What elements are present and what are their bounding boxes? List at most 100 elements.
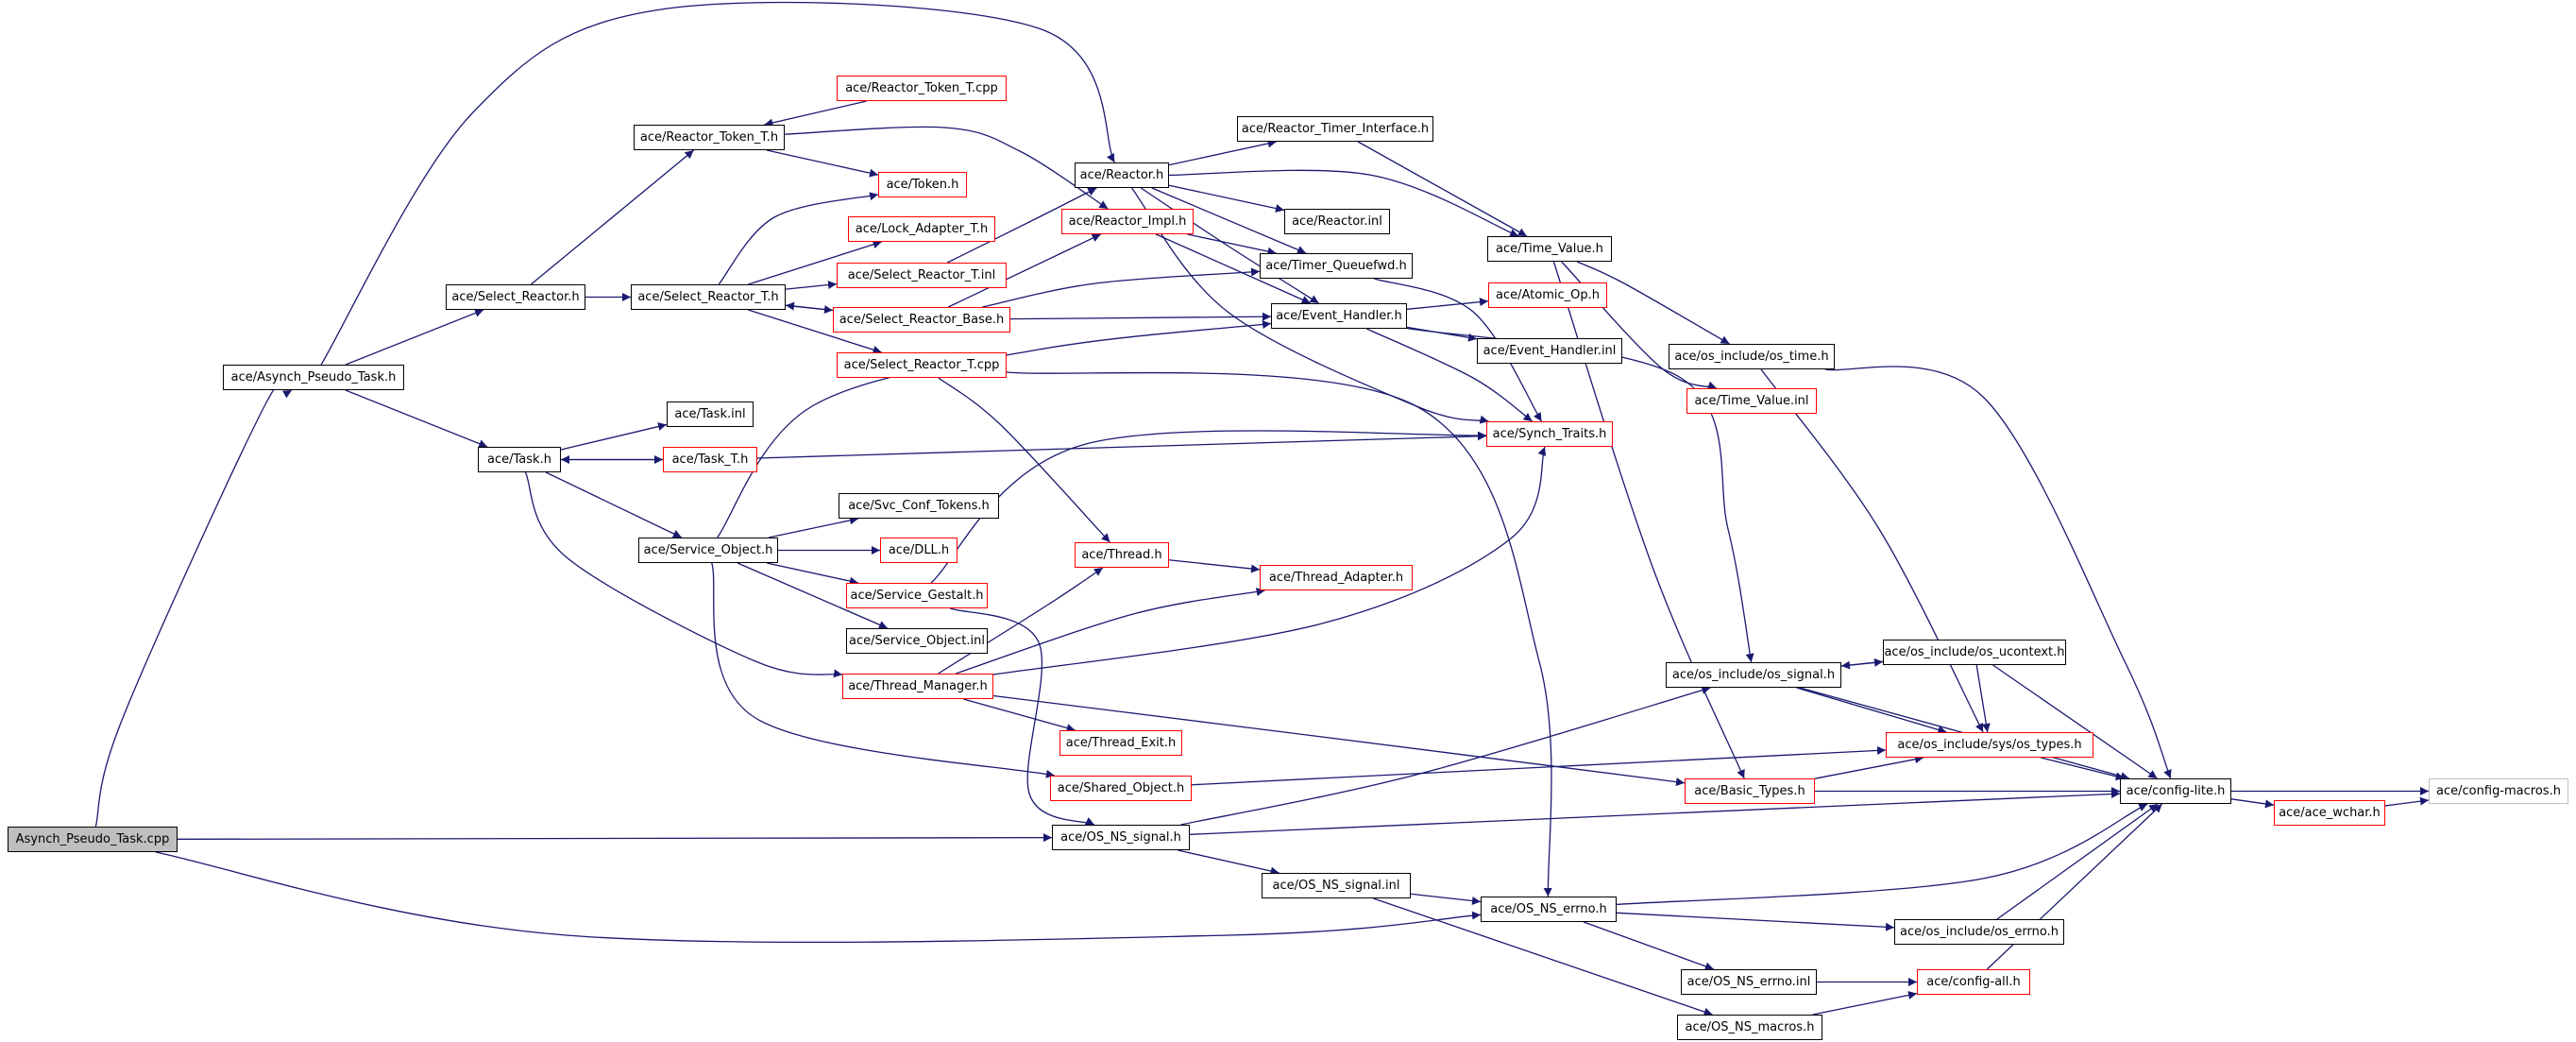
edge-time-value-h-to-os-time-h — [1576, 261, 1730, 345]
edge-service-object-h-to-service-gestalt-h — [767, 562, 858, 586]
edge-timer-queuefwd-h-to-synch-traits-h — [1374, 278, 1543, 422]
node-service-object-h[interactable]: ace/Service_Object.h — [638, 538, 778, 563]
node-os-ucontext-h[interactable]: ace/os_include/os_ucontext.h — [1883, 640, 2066, 665]
node-ace-wchar-h[interactable]: ace/ace_wchar.h — [2274, 800, 2385, 826]
edge-os-ns-errno-h-to-config-lite-h — [1616, 803, 2148, 906]
edge-os-ns-signal-h-to-os-signal-h — [1180, 686, 1711, 826]
node-os-errno-h[interactable]: ace/os_include/os_errno.h — [1894, 919, 2064, 945]
node-lock-adapter-t-h[interactable]: ace/Lock_Adapter_T.h — [848, 216, 995, 242]
node-select-reactor-t-cpp[interactable]: ace/Select_Reactor_T.cpp — [837, 352, 1007, 378]
edge-select-reactor-t-h-to-token-h — [718, 192, 879, 285]
edge-event-handler-h-to-atomic-op-h — [1406, 298, 1489, 310]
node-atomic-op-h[interactable]: ace/Atomic_Op.h — [1488, 282, 1607, 308]
node-config-macros-h[interactable]: ace/config-macros.h — [2429, 778, 2568, 804]
node-reactor-inl[interactable]: ace/Reactor.inl — [1284, 209, 1390, 234]
node-shared-object-h[interactable]: ace/Shared_Object.h — [1050, 776, 1192, 801]
edge-thread-manager-h-to-synch-traits-h — [992, 446, 1547, 675]
edge-service-object-h-to-svc-conf-tokens-h — [768, 516, 859, 538]
node-select-reactor-base-h[interactable]: ace/Select_Reactor_Base.h — [833, 307, 1010, 333]
edge-os-errno-h-to-config-lite-h — [1996, 803, 2159, 920]
edge-os-time-h-to-config-lite-h — [1824, 366, 2172, 779]
node-time-value-inl[interactable]: ace/Time_Value.inl — [1686, 388, 1817, 414]
edge-select-reactor-t-h-to-lock-adapter-t-h — [748, 240, 882, 285]
edge-reactor-impl-h-to-timer-queuefwd-h — [1187, 233, 1277, 256]
edge-time-value-h-to-basic-types-h — [1552, 261, 1745, 779]
edge-root-to-os-ns-signal-h — [177, 833, 1053, 843]
node-select-reactor-t-h[interactable]: ace/Select_Reactor_T.h — [631, 284, 786, 310]
node-select-reactor-h[interactable]: ace/Select_Reactor.h — [446, 284, 585, 310]
node-os-ns-errno-inl[interactable]: ace/OS_NS_errno.inl — [1681, 969, 1817, 995]
node-reactor-token-t-h[interactable]: ace/Reactor_Token_T.h — [634, 125, 785, 150]
node-time-value-h[interactable]: ace/Time_Value.h — [1487, 236, 1612, 262]
edge-os-ns-errno-h-to-os-ns-errno-inl — [1583, 921, 1715, 971]
edge-select-reactor-base-h-to-reactor-impl-h — [948, 233, 1101, 308]
node-task-h[interactable]: ace/Task.h — [478, 447, 561, 472]
node-event-handler-h[interactable]: ace/Event_Handler.h — [1271, 303, 1407, 329]
edge-select-reactor-t-h-to-select-reactor-t-inl — [785, 281, 838, 290]
node-task-t-h[interactable]: ace/Task_T.h — [663, 447, 757, 472]
node-os-ns-signal-inl[interactable]: ace/OS_NS_signal.inl — [1262, 873, 1411, 898]
node-event-handler-inl[interactable]: ace/Event_Handler.inl — [1477, 338, 1622, 364]
edge-os-ns-macros-h-to-config-all-h — [1812, 991, 1918, 1016]
edge-event-handler-h-to-os-signal-h — [1406, 327, 1754, 663]
node-dll-h[interactable]: ace/DLL.h — [880, 538, 958, 563]
edge-select-reactor-t-inl-to-reactor-h — [946, 187, 1097, 264]
node-os-time-h[interactable]: ace/os_include/os_time.h — [1669, 344, 1835, 369]
node-asynch-h[interactable]: ace/Asynch_Pseudo_Task.h — [223, 365, 404, 390]
edge-select-reactor-h-to-reactor-token-t-h — [530, 149, 695, 285]
edge-root-to-asynch-h — [94, 377, 293, 828]
edge-service-object-h-to-service-object-inl — [737, 562, 889, 629]
edge-service-gestalt-h-to-os-ns-signal-h — [949, 607, 1095, 826]
edge-thread-manager-h-to-thread-adapter-h — [956, 588, 1265, 675]
edge-os-ns-signal-h-to-config-lite-h — [1189, 789, 2121, 835]
node-svc-conf-tokens-h[interactable]: ace/Svc_Conf_Tokens.h — [839, 493, 999, 519]
edge-task-h-to-service-object-h — [545, 471, 683, 538]
edge-reactor-timer-interface-h-to-time-value-h — [1357, 141, 1528, 237]
edge-root-to-os-ns-errno-h — [155, 851, 1482, 944]
edge-reactor-token-t-cpp-to-reactor-token-t-h — [764, 100, 867, 128]
node-os-types-h[interactable]: ace/os_include/sys/os_types.h — [1886, 732, 2093, 758]
edge-reactor-h-to-event-handler-h — [1140, 187, 1319, 304]
edge-basic-types-h-to-os-types-h — [1814, 755, 1924, 779]
edge-select-reactor-t-cpp-to-os-ns-errno-h — [1006, 371, 1552, 897]
edge-thread-manager-h-to-thread-exit-h — [963, 698, 1076, 732]
edge-os-types-h-to-config-lite-h — [2041, 757, 2125, 781]
edge-select-reactor-t-h-to-select-reactor-t-cpp — [748, 309, 882, 354]
node-task-inl[interactable]: ace/Task.inl — [667, 401, 754, 427]
node-basic-types-h[interactable]: ace/Basic_Types.h — [1685, 778, 1815, 804]
edge-thread-manager-h-to-basic-types-h — [992, 694, 1686, 787]
node-reactor-impl-h[interactable]: ace/Reactor_Impl.h — [1061, 209, 1194, 234]
node-thread-manager-h[interactable]: ace/Thread_Manager.h — [842, 674, 993, 699]
node-service-gestalt-h[interactable]: ace/Service_Gestalt.h — [846, 583, 988, 608]
edge-select-reactor-base-h-to-event-handler-h — [1009, 312, 1272, 321]
edge-asynch-h-to-reactor-h — [320, 1, 1115, 366]
node-os-ns-errno-h[interactable]: ace/OS_NS_errno.h — [1481, 897, 1617, 922]
edge-reactor-h-to-reactor-timer-interface-h — [1168, 139, 1277, 166]
edge-select-reactor-base-h-to-timer-queuefwd-h — [982, 267, 1261, 308]
node-os-signal-h[interactable]: ace/os_include/os_signal.h — [1666, 662, 1841, 688]
node-thread-exit-h[interactable]: ace/Thread_Exit.h — [1059, 730, 1182, 756]
node-service-object-inl[interactable]: ace/Service_Object.inl — [846, 628, 988, 654]
node-token-h[interactable]: ace/Token.h — [878, 172, 967, 197]
node-os-ns-macros-h[interactable]: ace/OS_NS_macros.h — [1677, 1015, 1822, 1040]
node-thread-h[interactable]: ace/Thread.h — [1075, 542, 1169, 568]
node-thread-adapter-h[interactable]: ace/Thread_Adapter.h — [1260, 565, 1413, 590]
edge-thread-h-to-thread-adapter-h — [1168, 559, 1261, 573]
node-synch-traits-h[interactable]: ace/Synch_Traits.h — [1486, 421, 1613, 447]
node-os-ns-signal-h[interactable]: ace/OS_NS_signal.h — [1052, 825, 1190, 850]
edge-reactor-h-to-synch-traits-h — [1130, 187, 1489, 424]
node-select-reactor-t-inl[interactable]: ace/Select_Reactor_T.inl — [837, 263, 1007, 288]
node-timer-queuefwd-h[interactable]: ace/Timer_Queuefwd.h — [1260, 253, 1413, 279]
edge-os-ucontext-h-to-os-signal-h — [1840, 660, 1884, 670]
edge-service-gestalt-h-to-synch-traits-h — [930, 430, 1487, 584]
edge-service-object-h-to-shared-object-h — [711, 562, 1055, 778]
node-reactor-token-t-cpp[interactable]: ace/Reactor_Token_T.cpp — [837, 76, 1007, 101]
node-reactor-h[interactable]: ace/Reactor.h — [1075, 162, 1169, 188]
node-config-all-h[interactable]: ace/config-all.h — [1917, 969, 2030, 995]
edge-asynch-h-to-task-h — [345, 389, 488, 448]
edge-task-h-to-task-inl — [560, 422, 668, 451]
edge-event-handler-h-to-synch-traits-h — [1365, 328, 1534, 422]
edge-os-ns-signal-inl-to-os-ns-macros-h — [1373, 897, 1713, 1016]
node-config-lite-h[interactable]: ace/config-lite.h — [2120, 778, 2231, 804]
node-reactor-timer-interface-h[interactable]: ace/Reactor_Timer_Interface.h — [1237, 116, 1433, 142]
